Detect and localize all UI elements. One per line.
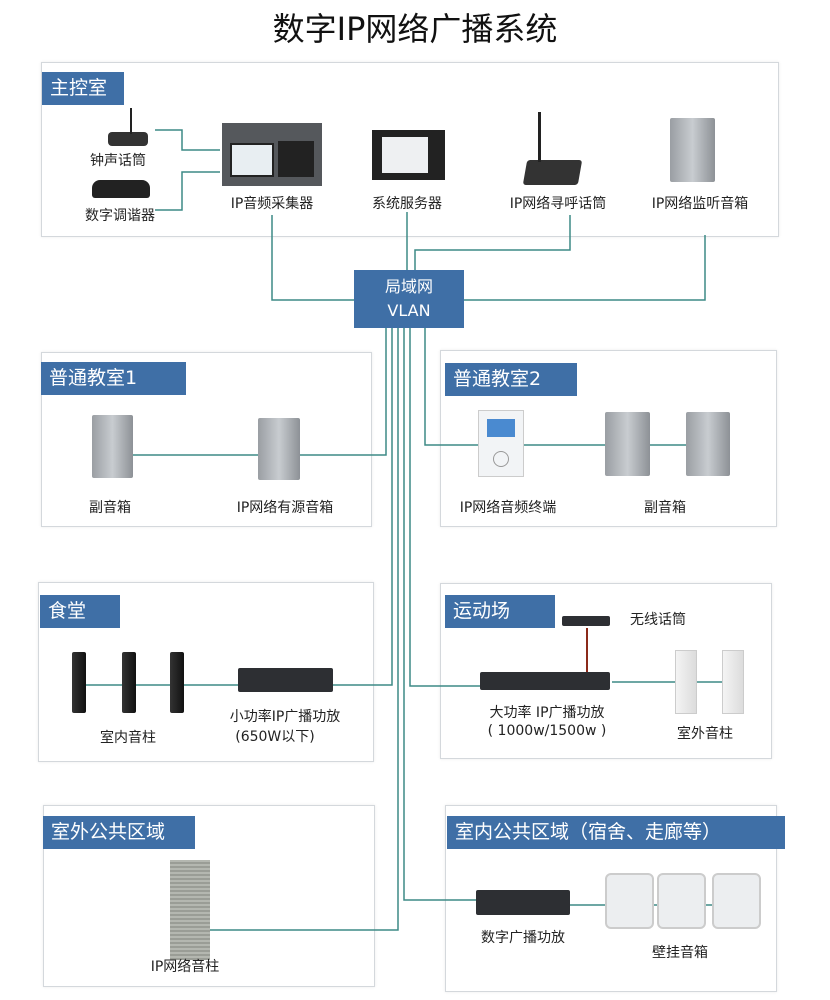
paging-mic-stem [538,112,541,162]
vlan-label-1: 局域网 [384,277,433,296]
line-class2 [424,328,686,446]
label-server: 系统服务器 [372,196,442,212]
monitor-speaker-icon [670,118,715,182]
outdoor-column-icon [675,650,697,714]
label-high-power-amp: 大功率 IP广播功放 [489,705,605,721]
outdoor-column-icon [722,650,744,714]
label-tuner: 数字调谐器 [85,208,155,224]
label-outdoor-column: 室外音柱 [677,726,733,742]
label-audio-collector: IP音频采集器 [230,196,314,212]
label-wall-speaker: 壁挂音箱 [652,945,708,961]
label-wireless-mic: 无线话筒 [630,612,686,628]
line-field [409,328,722,687]
header-canteen: 食堂 [40,595,120,628]
header-outdoor-public: 室外公共区域 [43,816,195,849]
line-canteen [86,328,393,686]
label-active-speaker: IP网络有源音箱 [236,500,334,516]
sub-speaker-icon [686,412,730,476]
label-sub-speaker-2: 副音箱 [644,500,686,516]
high-power-amp-icon [480,672,610,690]
header-sports-field: 运动场 [445,595,555,628]
line-mic-tuner [155,129,220,211]
line-collector [271,215,354,301]
header-classroom-2: 普通教室2 [445,363,577,396]
line-class1 [133,328,387,456]
label-small-amp-power: (650W以下) [235,729,315,745]
label-sub-speaker: 副音箱 [89,500,131,516]
header-control-room: 主控室 [42,72,124,105]
wall-speaker-icon [657,873,706,929]
label-paging-mic: IP网络寻呼话筒 [509,196,607,212]
digital-amp-icon [476,890,570,915]
audio-collector-icon [222,123,322,186]
line-indoor [403,328,712,906]
line-paging-mic [414,215,571,270]
label-ip-column: IP网络音柱 [150,959,220,975]
chime-mic-stem [130,108,132,134]
sub-speaker-icon [92,415,133,478]
vlan-switch: 局域网 VLAN [354,270,464,328]
label-digital-amp: 数字广播功放 [481,930,565,946]
sub-speaker-icon [605,412,650,476]
header-indoor-public: 室内公共区域（宿舍、走廊等） [447,816,785,849]
tuner-icon [92,180,150,198]
wireless-mic-icon [562,616,610,626]
wall-speaker-icon [712,873,761,929]
label-audio-terminal: IP网络音频终端 [459,500,557,516]
column-speaker-icon [170,652,184,713]
wall-speaker-icon [605,873,654,929]
column-speaker-icon [122,652,136,713]
label-chime-mic: 钟声话筒 [90,153,146,169]
label-small-amp: 小功率IP广播功放 [229,709,341,725]
chime-mic-icon [108,132,148,146]
paging-mic-icon [522,160,583,185]
line-monitor [464,235,706,301]
header-classroom-1: 普通教室1 [41,362,186,395]
ip-column-icon [170,860,210,960]
vlan-label-2: VLAN [387,301,431,320]
label-indoor-column: 室内音柱 [100,730,156,746]
server-icon [372,130,445,180]
active-speaker-icon [258,418,300,480]
small-amp-icon [238,668,333,692]
line-outdoor [210,328,399,931]
column-speaker-icon [72,652,86,713]
label-high-power-amp-power: ( 1000w/1500w ) [487,723,607,739]
label-monitor-speaker: IP网络监听音箱 [651,196,749,212]
audio-terminal-icon [478,410,524,477]
diagram-title: 数字IP网络广播系统 [272,10,558,48]
